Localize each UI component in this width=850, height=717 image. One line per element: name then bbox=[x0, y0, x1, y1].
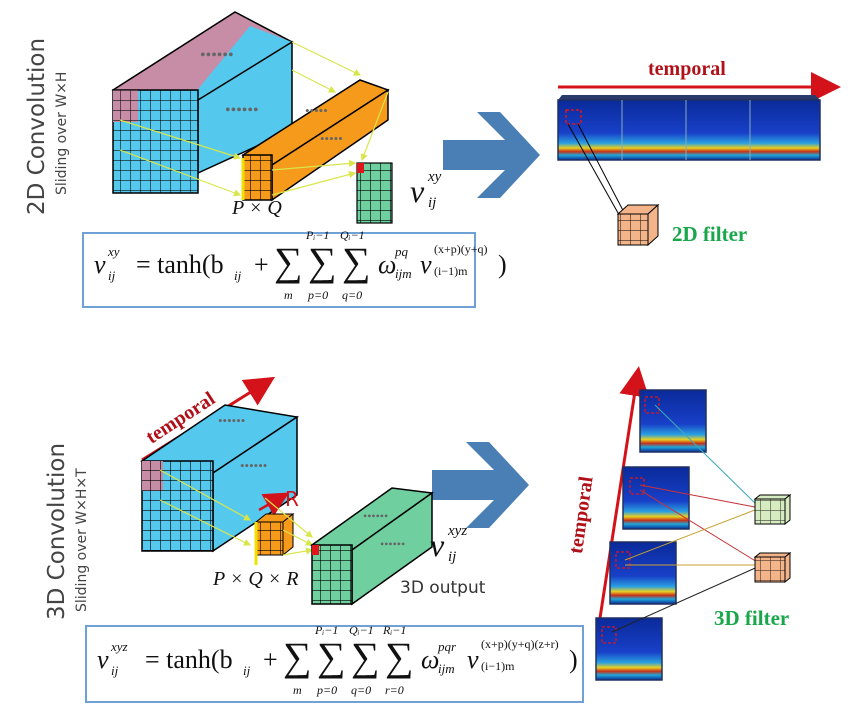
2d-filter-label: 2D filter bbox=[672, 222, 748, 246]
bottom-subtitle: Sliding over W×H×T bbox=[74, 468, 90, 612]
svg-text:••••••: •••••• bbox=[218, 413, 245, 428]
svg-text:•••••: ••••• bbox=[305, 103, 328, 118]
top-spectrogram bbox=[557, 95, 821, 221]
spectrogram-frame bbox=[639, 389, 707, 453]
bottom-title: 3D Convolution bbox=[44, 442, 70, 620]
bottom-equation-box: v xyz ij = tanh(b ij + ∑ m ∑ Pᵢ−1 p=0 ∑ … bbox=[85, 623, 584, 703]
svg-text:••••••: •••••• bbox=[380, 537, 405, 551]
output-active-cell bbox=[312, 545, 319, 555]
top-feature-map: ••••• ••••• bbox=[241, 79, 390, 202]
svg-text:••••••: •••••• bbox=[363, 509, 388, 523]
top-temporal-label: temporal bbox=[648, 58, 726, 80]
bottom-input-volume: •••••• •••••• bbox=[140, 404, 299, 553]
bottom-connectors bbox=[159, 469, 314, 556]
top-connectors bbox=[119, 41, 389, 200]
top-equation-box: v xy ij = tanh(b ij + ∑ m ∑ Pᵢ−1 p=0 ∑ Q… bbox=[82, 228, 507, 308]
filter-connection-lines bbox=[611, 404, 763, 633]
top-kernel-label: P × Q bbox=[232, 197, 282, 219]
spectrogram-frame bbox=[609, 541, 677, 605]
depth-arrow-icon bbox=[258, 492, 290, 516]
top-equation: v xy ij = tanh(b ij + ∑ m ∑ Pᵢ−1 p=0 ∑ Q… bbox=[94, 228, 507, 302]
3d-filter-cube-a bbox=[753, 493, 792, 526]
svg-text:•••••: ••••• bbox=[320, 131, 343, 146]
2d-filter-cube bbox=[616, 203, 660, 247]
depth-label: R bbox=[285, 487, 299, 511]
3d-filter-label: 3D filter bbox=[714, 606, 790, 630]
top-title: 2D Convolution bbox=[24, 37, 50, 215]
ellipsis-dots: •••••• bbox=[200, 47, 234, 64]
temporal-arrow-icon bbox=[598, 366, 650, 619]
output-caption: 3D output bbox=[400, 578, 486, 598]
top-output-map bbox=[356, 162, 393, 224]
right-chevron-arrow-icon bbox=[432, 442, 529, 528]
svg-text:••••••: •••••• bbox=[240, 458, 267, 473]
top-subtitle: Sliding over W×H bbox=[54, 71, 70, 195]
spectrogram-frame bbox=[595, 617, 663, 681]
3d-filter-cube-b bbox=[753, 551, 792, 584]
spectrogram-frame bbox=[622, 466, 690, 530]
bottom-equation: v xyz ij = tanh(b ij + ∑ m ∑ Pᵢ−1 p=0 ∑ … bbox=[97, 623, 578, 697]
right-chevron-arrow-icon bbox=[443, 112, 540, 198]
ellipsis-dots: •••••• bbox=[225, 102, 259, 119]
output-active-cell bbox=[357, 163, 364, 173]
top-input-volume: •••••• •••••• bbox=[111, 11, 294, 194]
bottom-kernel-label: P × Q × R bbox=[213, 568, 299, 590]
bottom-kernel-cube bbox=[254, 512, 295, 565]
bottom-spectrogram-frames bbox=[595, 389, 707, 681]
bottom-output-volume: •••••• •••••• bbox=[309, 487, 435, 606]
